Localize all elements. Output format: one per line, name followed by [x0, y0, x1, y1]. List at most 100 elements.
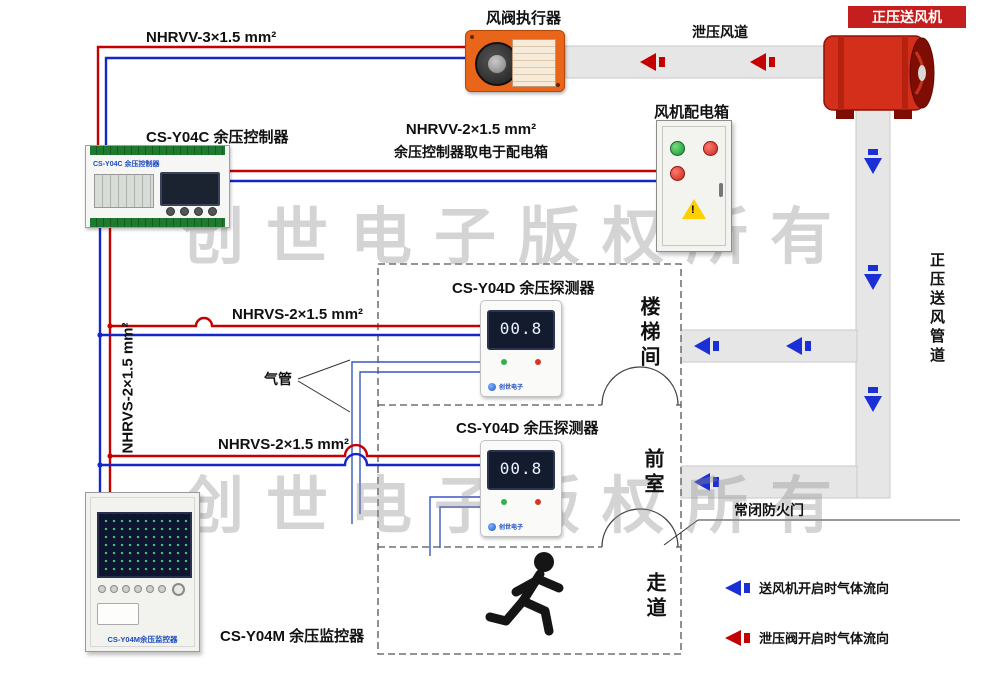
monitor-button [134, 585, 142, 593]
controller-button [208, 207, 217, 216]
zone-label-stairwell: 楼梯间 [637, 296, 659, 371]
legend-supply-text: 送风机开启时气体流向 [759, 581, 890, 596]
wire-junction [97, 462, 103, 468]
person-head [534, 552, 554, 572]
air-tube [359, 371, 481, 514]
brand-text: 创世电子 [499, 525, 524, 531]
damper-actuator-device [465, 30, 565, 92]
powerbox-door [662, 126, 726, 246]
label-air-tube: 气管 [264, 371, 292, 387]
zone-label-front-room: 前室 [641, 448, 663, 498]
relief-arrow-left-icon [640, 53, 656, 71]
relief-duct-segment [564, 45, 827, 79]
pressure-detector-2-device: 00.8 创世电子 [480, 440, 562, 537]
fire-door-arcs [601, 366, 679, 548]
fan-hub [918, 65, 926, 81]
supply-arrow-down-icon [864, 158, 882, 174]
supply-arrow-tail [868, 265, 878, 271]
supply-arrow-tail [868, 149, 878, 155]
monitor-button [122, 585, 130, 593]
detector-1-brand: 创世电子 [488, 382, 523, 391]
screw-icon [556, 83, 560, 87]
terminal-strip-top [90, 146, 225, 155]
person-arm [511, 576, 541, 597]
detector-2-display: 00.8 [487, 450, 555, 490]
fan-band [902, 36, 908, 110]
stop-indicator-red [703, 141, 718, 156]
monitor-led-screen [97, 512, 192, 578]
legend-relief-flow: 泄压阀开启时气体流向 [724, 628, 889, 647]
actuator-nameplate-sticker [512, 39, 556, 87]
relief-arrow-tail [659, 57, 665, 67]
label-damper-actuator: 风阀执行器 [486, 10, 562, 27]
cable-label-nhrvs-branch2: NHRVS-2×1.5 mm² [218, 436, 350, 453]
supply-arrow-tail [713, 477, 719, 487]
red-led-icon [535, 359, 541, 365]
fan-foot [894, 110, 912, 119]
label-supply-duct: 正压送风管道 [928, 252, 945, 366]
label-relief-duct: 泄压风道 [692, 24, 748, 40]
wire-red-detector2 [110, 443, 481, 458]
pressure-monitor-device: CS-Y04M余压监控器 [85, 492, 200, 652]
door-arc [639, 366, 679, 406]
running-person-icon [485, 552, 564, 636]
controller-buttons [166, 207, 217, 216]
red-led-icon [535, 499, 541, 505]
legend-relief-text: 泄压阀开启时气体流向 [759, 631, 890, 646]
monitor-button [98, 585, 106, 593]
detector-1-leds [481, 359, 561, 365]
brand-logo-icon [488, 382, 496, 391]
green-led-icon [501, 359, 507, 365]
air-tube [439, 506, 481, 548]
door-handle [719, 183, 723, 197]
monitor-button [158, 585, 166, 593]
supply-duct-branch-frontroom [680, 465, 858, 499]
supply-arrow-left-icon [694, 473, 710, 491]
label-detector-2: CS-Y04D 余压探测器 [456, 420, 599, 437]
controller-button [194, 207, 203, 216]
start-indicator-green [670, 141, 685, 156]
wire-blue-detector2 [100, 452, 481, 467]
supply-arrow-tail [868, 387, 878, 393]
cable-label-nhrvs-riser: NHRVS-2×1.5 mm² [119, 322, 137, 454]
supply-arrow-tail [805, 341, 811, 351]
annotation-leader-lines [297, 359, 960, 546]
controller-lcd [160, 172, 220, 206]
pressure-detector-1-device: 00.8 创世电子 [480, 300, 562, 397]
relief-arrow-tail [769, 57, 775, 67]
door-arc [601, 508, 641, 548]
supply-arrow-left-icon [694, 337, 710, 355]
controller-button [166, 207, 175, 216]
detector-1-display: 00.8 [487, 310, 555, 350]
supply-arrow-down-icon [864, 396, 882, 412]
supply-arrow-down-icon [864, 274, 882, 290]
green-led-icon [501, 499, 507, 505]
air-tube-leader [297, 380, 351, 413]
air-tube-lines [351, 361, 481, 556]
label-controller: CS-Y04C 余压控制器 [146, 129, 289, 146]
relief-flow-arrows [640, 53, 775, 71]
monitor-bezel [90, 497, 195, 647]
wire-blue-group [97, 56, 657, 493]
legend-supply-flow: 送风机开启时气体流向 [724, 578, 889, 597]
label-detector-1: CS-Y04D 余压探测器 [452, 280, 595, 297]
cable-label-nhrvv2: NHRVV-2×1.5 mm² [405, 121, 537, 138]
pressure-controller-device: CS-Y04C 余压控制器 [85, 145, 230, 228]
fire-door-leader [663, 519, 699, 546]
terminal-strip-bottom [90, 218, 225, 227]
supply-arrow-left-icon [786, 337, 802, 355]
monitor-nameplate: CS-Y04M余压监控器 [107, 635, 178, 644]
screw-icon [470, 35, 474, 39]
label-fire-door: 常闭防火门 [734, 502, 804, 518]
legend-relief-arrow-icon [725, 629, 750, 646]
monitor-button [146, 585, 154, 593]
relief-arrow-left-icon [750, 53, 766, 71]
wire-red-group [96, 45, 657, 493]
cable-label-nhrvv3: NHRVV-3×1.5 mm² [146, 29, 277, 46]
label-monitor: CS-Y04M 余压监控器 [220, 628, 365, 645]
label-fan-power-box: 风机配电箱 [654, 104, 730, 121]
warning-triangle-icon [682, 199, 706, 219]
controller-nameplate: CS-Y04C 余压控制器 [93, 161, 160, 168]
